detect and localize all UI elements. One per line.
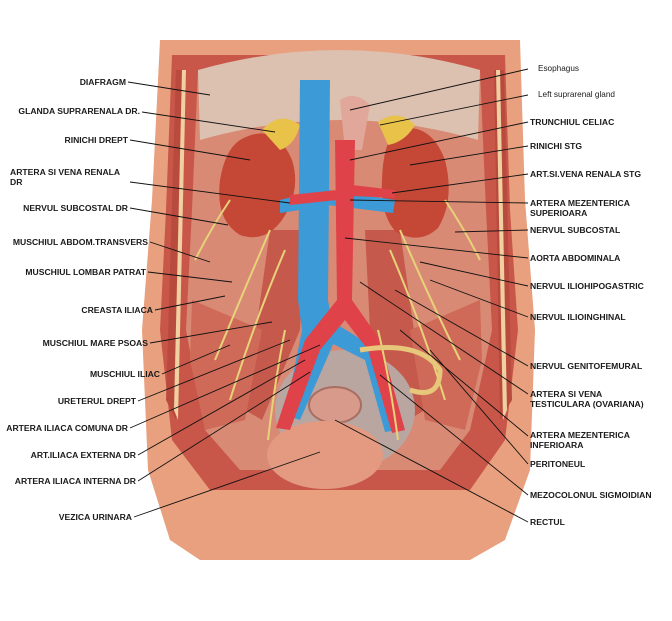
label-muschiul-mare-psoas: MUSCHIUL MARE PSOAS: [42, 338, 148, 348]
label-glanda-suprarenala-dr: GLANDA SUPRARENALA DR.: [18, 106, 140, 116]
rectum: [308, 386, 362, 424]
psoas-left: [365, 230, 425, 420]
label-artera-mezenterica-superioara: ARTERA MEZENTERICA SUPERIOARA: [530, 198, 630, 218]
label-vezica-urinara: VEZICA URINARA: [58, 512, 132, 522]
label-aorta-abdominala: AORTA ABDOMINALA: [530, 253, 621, 263]
label-diafragm: DIAFRAGM: [79, 77, 126, 87]
suprarenal-left: [378, 115, 415, 145]
label-esophagus: Esophagus: [538, 64, 579, 73]
label-rectul: RECTUL: [530, 517, 565, 527]
label-peritoneul: PERITONEUL: [530, 459, 586, 469]
label-ureterul-drept: URETERUL DREPT: [57, 396, 136, 406]
label-rinichi-drept: RINICHI DREPT: [64, 135, 128, 145]
label-artera-iliaca-interna-dr: ARTERA ILIACA INTERNA DR: [14, 476, 136, 486]
label-muschiul-lombar-patrat: MUSCHIUL LOMBAR PATRAT: [25, 267, 146, 277]
label-nervul-subcostal-dr: NERVUL SUBCOSTAL DR: [23, 203, 128, 213]
iliac-right: [190, 300, 262, 430]
label-left-suprarenal-gland: Left suprarenal gland: [538, 90, 615, 99]
label-artera-iliaca-comuna-dr: ARTERA ILIACA COMUNA DR: [6, 423, 128, 433]
label-muschiul-abdom-transvers: MUSCHIUL ABDOM.TRANSVERS: [12, 237, 148, 247]
label-nervul-genitofemural: NERVUL GENITOFEMURAL: [530, 361, 643, 371]
label-nervul-ilioinghinal: NERVUL ILIOINGHINAL: [530, 312, 626, 322]
label-artera-vena-testiculara: ARTERA SI VENA TESTICULARA (OVARIANA): [530, 389, 644, 409]
label-artera-mezenterica-inferioara: ARTERA MEZENTERICA INFERIOARA: [530, 430, 630, 450]
label-art-vena-renala-stg: ART.SI.VENA RENALA STG: [530, 169, 642, 179]
label-creasta-iliaca: CREASTA ILIACA: [81, 305, 153, 315]
label-art-iliaca-externa-dr: ART.ILIACA EXTERNA DR: [30, 450, 136, 460]
label-mezocolonul-sigmoidian: MEZOCOLONUL SIGMOIDIAN: [530, 490, 652, 500]
label-trunchiul-celiac: TRUNCHIUL CELIAC: [530, 117, 615, 127]
diaphragm: [198, 50, 480, 140]
kidney-left: [381, 128, 449, 238]
abdominal-aorta: [276, 140, 405, 433]
esophagus-tube: [340, 96, 370, 150]
suprarenal-right: [262, 118, 300, 150]
psoas-right: [245, 230, 305, 420]
label-nervul-subcostal: NERVUL SUBCOSTAL: [530, 225, 621, 235]
bladder: [267, 421, 383, 489]
label-rinichi-stg: RINICHI STG: [530, 141, 583, 151]
iliac-left: [410, 300, 482, 430]
kidney-right: [219, 133, 296, 238]
label-muschiul-iliac: MUSCHIUL ILIAC: [89, 369, 160, 379]
label-nervul-iliohipogastric: NERVUL ILIOHIPOGASTRIC: [530, 281, 644, 291]
label-artera-vena-renala-dr: ARTERA SI VENA RENALA DR: [10, 167, 120, 187]
